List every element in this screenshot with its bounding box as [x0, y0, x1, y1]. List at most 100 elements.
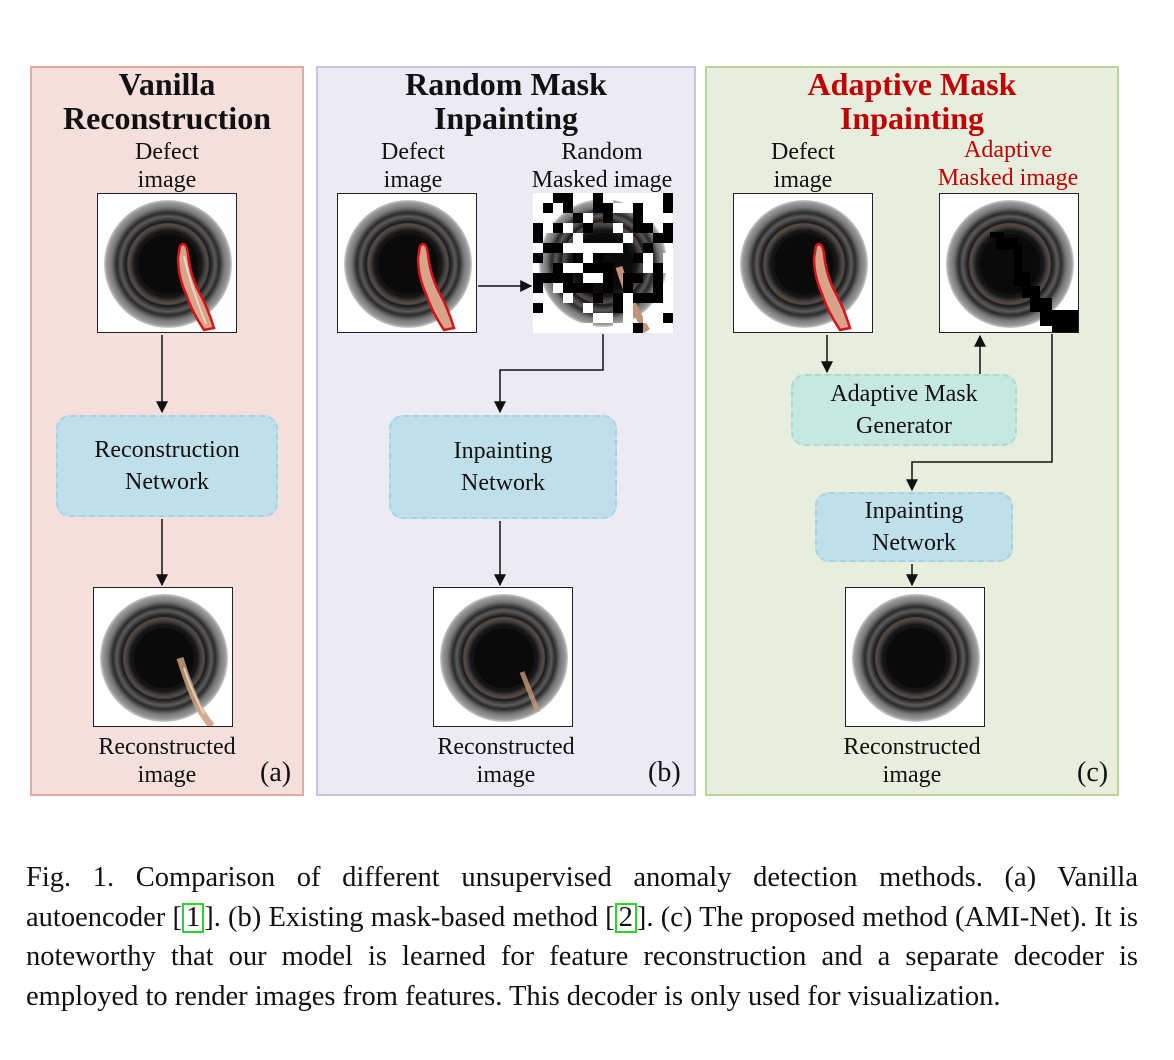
mask-cell	[533, 243, 543, 253]
box-line: Network	[461, 470, 545, 496]
mask-cell	[543, 313, 553, 323]
mask-cell	[603, 283, 613, 293]
mask-cell	[603, 313, 613, 323]
box-line: Reconstruction	[94, 437, 240, 463]
mask-cell	[583, 243, 593, 253]
mask-cell	[663, 193, 673, 203]
panel-b-input-label: Defect image	[337, 138, 489, 194]
inpainting-network-box-c: Inpainting Network	[815, 492, 1013, 562]
label-line: image	[882, 762, 942, 788]
mask-cell	[583, 213, 593, 223]
mask-cell	[573, 263, 583, 273]
mask-cell	[553, 223, 563, 233]
mask-cell	[553, 283, 563, 293]
reconstructed-image-b	[433, 587, 573, 727]
panel-a-title-line1: Vanilla	[118, 66, 216, 102]
mask-cell	[613, 203, 623, 213]
mask-cell	[563, 283, 573, 293]
mask-cell	[543, 203, 553, 213]
panel-c-mask-label: Adaptive Masked image	[918, 136, 1098, 192]
panel-c-output-label: Reconstructed image	[705, 733, 1119, 789]
mask-cell	[603, 263, 613, 273]
mask-cell	[653, 303, 663, 313]
panel-a-input-label: Defect image	[30, 138, 304, 194]
mask-cell	[563, 203, 573, 213]
mask-cell	[583, 273, 593, 283]
mask-cell	[643, 263, 653, 273]
label-line: image	[476, 762, 536, 788]
box-line: Network	[125, 469, 209, 495]
mask-cell	[613, 243, 623, 253]
mask-cell	[593, 253, 603, 263]
mask-cell	[573, 233, 583, 243]
box-line: Inpainting	[453, 438, 553, 464]
mask-cell	[583, 253, 593, 263]
label-line: Masked image	[937, 165, 1079, 191]
mask-cell	[633, 293, 643, 303]
label-line: Defect	[135, 139, 199, 165]
reconstructed-image-c	[845, 587, 985, 727]
mask-cell	[533, 303, 543, 313]
panel-a-output-label: Reconstructed image	[30, 733, 304, 789]
panel-c-title-line2: Inpainting	[839, 100, 985, 136]
arrow-c-mask-to-network	[906, 334, 1053, 492]
mask-cell	[563, 193, 573, 203]
reconstruction-network-box: Reconstruction Network	[56, 415, 278, 517]
mask-cell	[533, 253, 543, 263]
mask-cell	[663, 203, 673, 213]
mask-cell	[563, 293, 573, 303]
mask-cell	[533, 283, 543, 293]
box-line: Adaptive Mask	[830, 381, 978, 407]
defect-image-c	[733, 193, 873, 333]
mask-cell	[643, 223, 653, 233]
mask-cell	[613, 223, 623, 233]
mask-cell	[563, 223, 573, 233]
adaptive-mask-generator-box: Adaptive Mask Generator	[791, 374, 1017, 446]
panel-b-title-line2: Inpainting	[433, 100, 579, 136]
mask-cell	[643, 253, 653, 263]
label-line: image	[137, 762, 197, 788]
label-line: Defect	[771, 139, 835, 165]
citation-link-2[interactable]: 2	[614, 902, 637, 933]
mask-cell	[553, 273, 563, 283]
mask-cell	[633, 253, 643, 263]
label-line: Reconstructed	[843, 734, 981, 760]
reconstructed-image-a	[93, 587, 233, 727]
mask-cell	[543, 223, 553, 233]
mask-cell	[553, 243, 563, 253]
mask-cell	[623, 273, 633, 283]
mask-cell	[623, 313, 633, 323]
mask-cell	[613, 323, 623, 333]
mask-cell	[533, 323, 543, 333]
caption-text-3: ]. (c) The proposed method (AMI-Net). It…	[26, 901, 1139, 1012]
mask-cell	[593, 263, 603, 273]
label-line: Reconstructed	[98, 734, 236, 760]
mask-cell	[613, 293, 623, 303]
mask-cell	[653, 203, 663, 213]
mask-cell	[663, 313, 673, 323]
mask-cell	[553, 263, 563, 273]
mask-cell	[593, 203, 603, 213]
mask-cell	[663, 283, 673, 293]
random-mask-overlay	[533, 193, 673, 333]
panel-c-title-line1: Adaptive Mask	[807, 66, 1017, 102]
box-line: Inpainting	[864, 498, 964, 524]
flow-arrows	[156, 280, 1053, 587]
label-line: Masked image	[531, 167, 673, 193]
mask-cell	[583, 223, 593, 233]
caption-text-2: ]. (b) Existing mask-based method [	[204, 901, 615, 933]
mask-cell	[643, 293, 653, 303]
mask-cell	[623, 283, 633, 293]
panel-b-mask-label: Random Masked image	[512, 138, 692, 194]
mask-cell	[653, 273, 663, 283]
mask-cell	[583, 263, 593, 273]
citation-link-1[interactable]: 1	[181, 902, 205, 933]
mask-cell	[653, 263, 663, 273]
panel-a-tag: (a)	[260, 757, 292, 788]
box-line: Generator	[856, 413, 952, 439]
random-masked-image	[533, 193, 673, 333]
mask-cell	[573, 323, 583, 333]
caption-text-1: Fig. 1. Comparison of different unsuperv…	[26, 862, 1138, 933]
mask-cell	[663, 323, 673, 333]
inpainting-network-box-b: Inpainting Network	[389, 415, 617, 519]
